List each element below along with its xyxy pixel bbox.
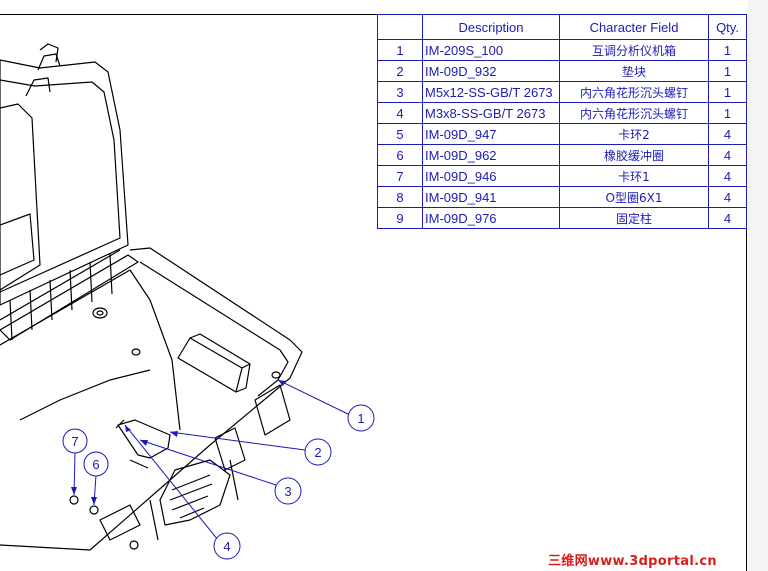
table-row: 9 IM-09D_976 固定柱 4: [377, 207, 747, 229]
balloon-7: [62, 428, 88, 454]
balloon-3: [274, 477, 302, 505]
header-description: Description: [422, 14, 560, 40]
watermark: 三维网www.3dportal.cn: [548, 554, 717, 569]
lid-panel: [0, 103, 41, 291]
lid-outline: [0, 59, 129, 306]
row-field: 卡环2: [559, 123, 709, 145]
balloon-1: [347, 404, 375, 432]
balloon-4: [213, 532, 241, 560]
row-qty: 4: [708, 186, 747, 208]
row-no: 6: [377, 144, 423, 166]
row-no: 2: [377, 60, 423, 82]
row-description: IM-09D_932: [422, 60, 560, 82]
balloon-label: 7: [71, 434, 78, 449]
drawing-frame: [0, 14, 747, 571]
row-field: 固定柱: [559, 207, 709, 229]
row-field: 内六角花形沉头螺钉: [559, 81, 709, 103]
row-field: 互调分析仪机箱: [559, 39, 709, 61]
bom-header-row: Description Character Field Qty.: [377, 14, 747, 40]
row-description: IM-09D_947: [422, 123, 560, 145]
row-description: M5x12-SS-GB/T 2673: [422, 81, 560, 103]
row-qty: 4: [708, 207, 747, 229]
row-field: O型圈6X1: [559, 186, 709, 208]
row-qty: 1: [708, 60, 747, 82]
balloon-label: 6: [92, 457, 99, 472]
bumper-block: [177, 337, 243, 393]
table-row: 3 M5x12-SS-GB/T 2673 内六角花形沉头螺钉 1: [377, 81, 747, 103]
row-description: IM-09D_962: [422, 144, 560, 166]
header-no: [377, 14, 423, 40]
header-character-field: Character Field: [559, 14, 709, 40]
row-qty: 1: [708, 102, 747, 124]
row-description: IM-09D_976: [422, 207, 560, 229]
row-field: 橡胶缓冲圈: [559, 144, 709, 166]
row-no: 4: [377, 102, 423, 124]
table-row: 1 IM-209S_100 互调分析仪机箱 1: [377, 39, 747, 61]
header-qty: Qty.: [708, 14, 747, 40]
row-qty: 4: [708, 165, 747, 187]
bracket: [117, 419, 171, 459]
row-no: 5: [377, 123, 423, 145]
row-qty: 1: [708, 81, 747, 103]
bom-table: Description Character Field Qty. 1 IM-20…: [377, 14, 747, 229]
balloon-label: 1: [357, 411, 364, 426]
table-row: 8 IM-09D_941 O型圈6X1 4: [377, 186, 747, 208]
row-qty: 1: [708, 39, 747, 61]
table-row: 5 IM-09D_947 卡环2 4: [377, 123, 747, 145]
balloon-6: [83, 451, 109, 477]
balloon-label: 2: [314, 445, 321, 460]
table-row: 4 M3x8-SS-GB/T 2673 内六角花形沉头螺钉 1: [377, 102, 747, 124]
row-no: 8: [377, 186, 423, 208]
handle: [159, 459, 231, 526]
table-row: 6 IM-09D_962 橡胶缓冲圈 4: [377, 144, 747, 166]
row-qty: 4: [708, 123, 747, 145]
row-no: 7: [377, 165, 423, 187]
row-field: 垫块: [559, 60, 709, 82]
balloon-label: 3: [284, 484, 291, 499]
balloon-label: 4: [223, 539, 230, 554]
row-qty: 4: [708, 144, 747, 166]
row-description: IM-209S_100: [422, 39, 560, 61]
table-row: 2 IM-09D_932 垫块 1: [377, 60, 747, 82]
row-no: 3: [377, 81, 423, 103]
row-description: M3x8-SS-GB/T 2673: [422, 102, 560, 124]
row-no: 1: [377, 39, 423, 61]
base-rim: [0, 247, 303, 551]
row-description: IM-09D_941: [422, 186, 560, 208]
row-field: 内六角花形沉头螺钉: [559, 102, 709, 124]
row-field: 卡环1: [559, 165, 709, 187]
sheet-margin: [748, 0, 768, 571]
row-description: IM-09D_946: [422, 165, 560, 187]
row-no: 9: [377, 207, 423, 229]
balloon-2: [304, 438, 332, 466]
hinge: [0, 254, 139, 341]
table-row: 7 IM-09D_946 卡环1 4: [377, 165, 747, 187]
